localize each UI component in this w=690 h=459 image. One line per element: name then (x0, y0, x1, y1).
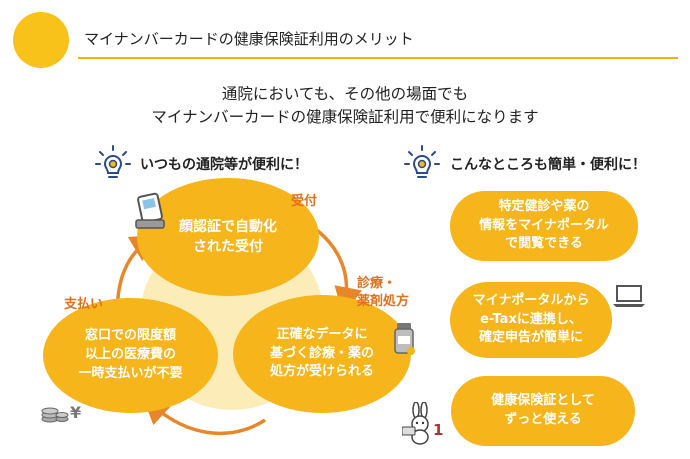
bubble-payment: 窓口での限度額 以上の医療費の 一時支払いが不要 (43, 298, 218, 413)
pill-portal-view: 特定健診や薬の 情報をマイナポータル で閲覧できる (450, 191, 638, 261)
bubble-diagnosis-line-3: 処方が受けられる (269, 364, 374, 380)
pill-insurance-card-line-1: 健康保険証として (491, 393, 595, 409)
mascot-icon (402, 402, 429, 445)
bubble-payment-line-3: 一時支払いが不要 (78, 365, 183, 381)
pill-etax-line-3: 確定申告が簡単に (478, 330, 583, 346)
pill-insurance-card: 健康保険証として ずっと使える (451, 376, 635, 446)
medicine-icon (394, 323, 415, 355)
arrow-diagnosis-to-payment (142, 395, 266, 436)
page-title: マイナンバーカードの健康保険証利用のメリット (84, 30, 414, 48)
pill-portal-view-line-3: で閲覧できる (505, 236, 583, 252)
lightbulb-gear-icon (95, 145, 131, 178)
right-section-title: こんなところも簡単・便利に！ (450, 157, 646, 173)
left-section-title: いつもの通院等が便利に！ (140, 157, 308, 173)
svg-text:¥: ¥ (70, 403, 81, 422)
card-reader-icon (135, 192, 165, 229)
bubble-diagnosis-line-1: 正確なデータに (276, 326, 368, 342)
coins-yen-icon: ¥ (41, 403, 81, 423)
step-label-diagnosis-line-2: 薬剤処方 (357, 294, 410, 309)
pill-etax: マイナポータルから e-Taxに連携し、 確定申告が簡単に (450, 282, 612, 358)
bubble-reception-line-1: 顔認証で自動化 (179, 218, 277, 235)
intro-line-1: 通院においても、その他の場面でも (221, 85, 469, 103)
intro-line-2: マイナンバーカードの健康保険証利用で便利になります (151, 108, 539, 126)
bubble-payment-line-1: 窓口での限度額 (84, 328, 176, 344)
header-circle-decoration (13, 12, 69, 68)
pill-insurance-card-line-2: ずっと使える (504, 412, 582, 427)
bubble-reception: 顔認証で自動化 された受付 (137, 178, 319, 296)
pill-portal-view-line-1: 特定健診や薬の (498, 198, 590, 214)
bubble-reception-line-2: された受付 (193, 239, 263, 255)
lightbulb-gear-icon (404, 145, 440, 178)
pill-etax-line-1: マイナポータルから (472, 292, 590, 308)
bubble-payment-line-2: 以上の医療費の (84, 347, 176, 363)
bubble-diagnosis-line-2: 基づく診療・薬の (269, 345, 374, 361)
step-label-reception: 受付 (291, 194, 318, 209)
mascot-number: 1 (433, 421, 444, 439)
step-label-diagnosis-line-1: 診療・ (357, 276, 397, 291)
pill-portal-view-line-2: 情報をマイナポータル (479, 217, 609, 233)
laptop-icon (613, 285, 645, 307)
header-underline (78, 57, 678, 59)
pill-etax-line-2: e-Taxに連携し、 (480, 311, 582, 327)
bubble-diagnosis: 正確なデータに 基づく診療・薬の 処方が受けられる (233, 295, 411, 413)
step-label-payment: 支払い (64, 297, 104, 312)
